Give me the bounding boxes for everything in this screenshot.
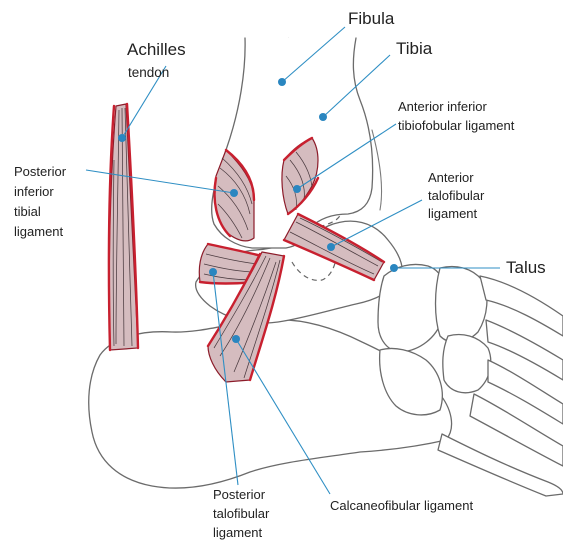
- atf-label-line2: talofibular: [428, 188, 485, 203]
- pitl-label-line2: inferior: [14, 184, 54, 199]
- ptf-label-line3: ligament: [213, 525, 263, 540]
- foot-bones: [89, 221, 563, 496]
- cf-leader-dot: [232, 335, 240, 343]
- fibula-label: Fibula: [348, 9, 395, 28]
- pitl-label-line3: tibial: [14, 204, 41, 219]
- cuneiform-bone: [436, 267, 487, 343]
- ptf-label-line1: Posterior: [213, 487, 266, 502]
- talus-leader-dot: [390, 264, 398, 272]
- aitf-leader-dot: [293, 185, 301, 193]
- aitf-label-line1: Anterior inferior: [398, 99, 488, 114]
- atf-label-line1: Anterior: [428, 170, 474, 185]
- talus-label: Talus: [506, 258, 546, 277]
- fibula-leader-dot: [278, 78, 286, 86]
- pitl-leader-line: [86, 170, 234, 193]
- atf-leader-dot: [327, 243, 335, 251]
- ptf-leader-dot: [209, 268, 217, 276]
- achilles-label-line2: tendon: [128, 65, 169, 80]
- pitl-label-line1: Posterior: [14, 164, 67, 179]
- cuneiform-bone: [443, 335, 491, 393]
- pitl-label-line4: ligament: [14, 224, 64, 239]
- tibia-edge: [372, 130, 382, 210]
- pitl-leader-dot: [230, 189, 238, 197]
- ptf-label-line2: talofibular: [213, 506, 270, 521]
- atf-label-line3: ligament: [428, 206, 478, 221]
- calcaneofibular-label: Calcaneofibular ligament: [330, 498, 473, 513]
- tibia-label: Tibia: [396, 39, 433, 58]
- aitf-label-line2: tibiofobular ligament: [398, 118, 515, 133]
- achilles-leader-dot: [118, 134, 126, 142]
- tibia-leader-dot: [319, 113, 327, 121]
- achilles-label-line1: Achilles: [127, 40, 186, 59]
